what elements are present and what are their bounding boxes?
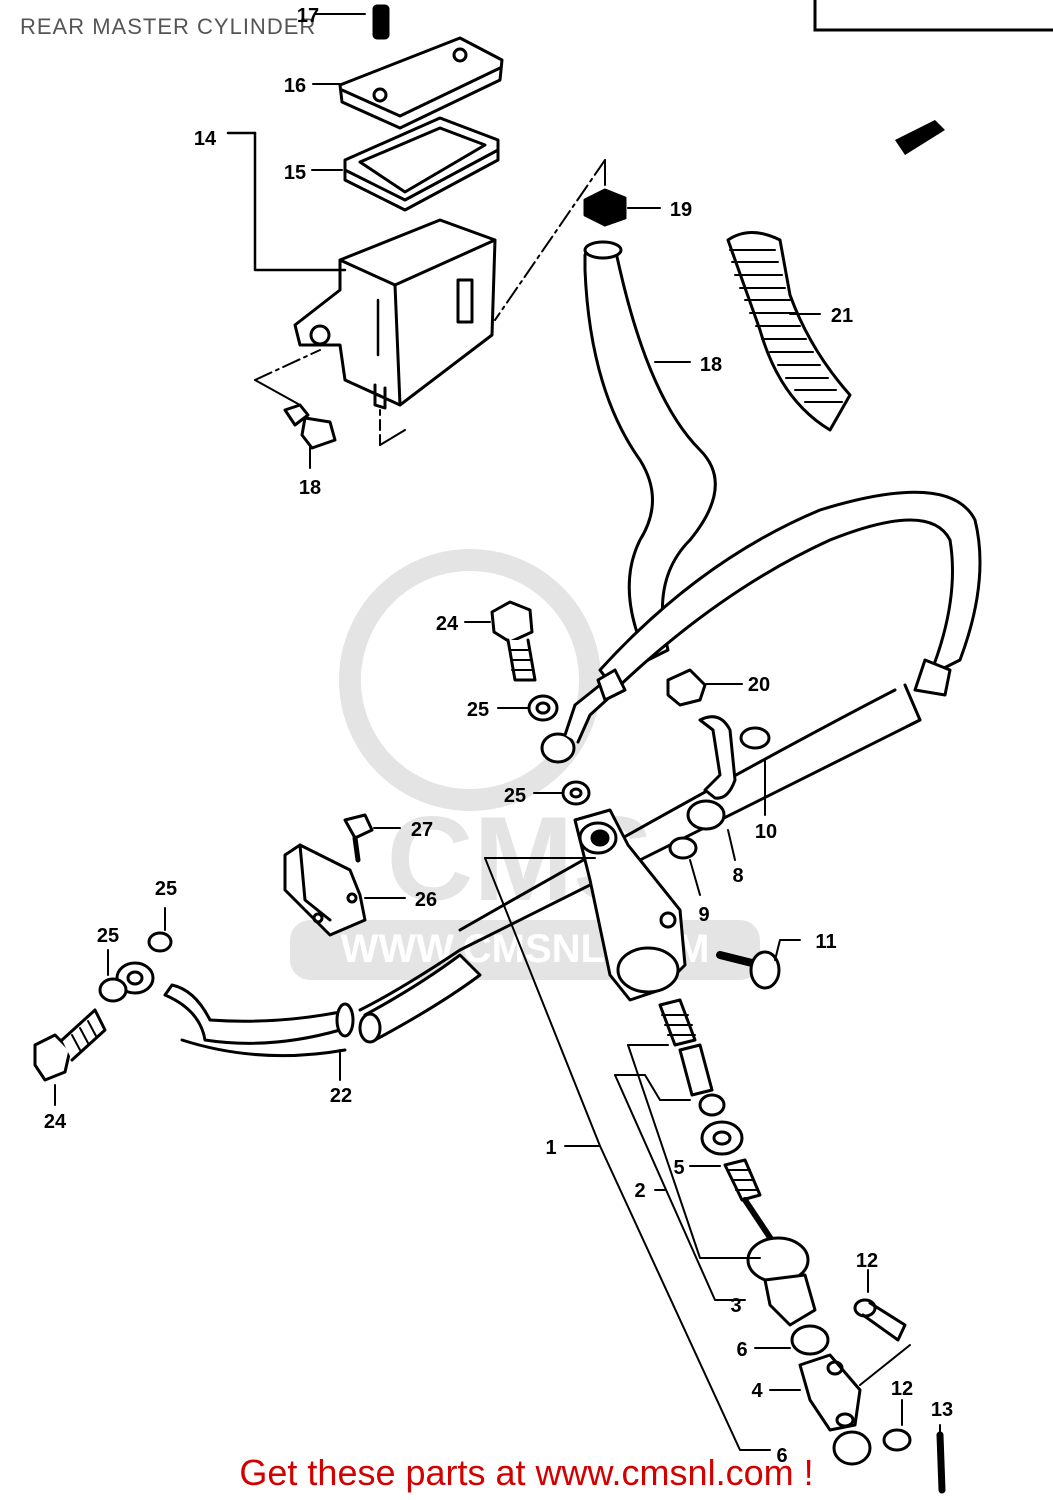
label-27: 27 (411, 819, 433, 841)
part-17-screw (372, 4, 390, 40)
label-13: 13 (931, 1399, 953, 1421)
part-2-piston-set (658, 998, 744, 1156)
banjo-fitting (540, 668, 627, 764)
label-26: 26 (415, 889, 437, 911)
part-25-washer (147, 931, 173, 953)
part-19-hose (583, 240, 717, 662)
label-24-upper: 24 (436, 613, 459, 635)
part-6-nut (790, 1324, 830, 1356)
part-22-corrugated-hose (726, 231, 852, 432)
label-23: 22 (330, 1085, 352, 1107)
label-21: 20 (748, 674, 770, 696)
part-26-bracket (283, 843, 367, 937)
direction-arrow (895, 120, 945, 155)
label-12: 12 (891, 1378, 913, 1400)
part-13-cotter-pin (936, 1431, 946, 1494)
label-24-lower: 24 (44, 1111, 67, 1133)
part-18-bolt (283, 403, 337, 450)
part-23-hose (115, 953, 482, 1058)
part-10-bolt (716, 950, 781, 990)
part-14-reservoir (293, 218, 497, 410)
part-24-banjo-bolt-upper (490, 600, 537, 682)
diagram-title: REAR MASTER CYLINDER (20, 14, 317, 39)
label-8: 9 (698, 904, 709, 926)
part-15-diaphragm (343, 116, 500, 212)
part-3-boot (746, 1236, 817, 1327)
label-11: 12 (856, 1250, 878, 1272)
part-7-elbow (686, 715, 737, 831)
label-6-b: 6 (776, 1445, 787, 1467)
part-8-oring (668, 836, 698, 860)
footer-link[interactable]: Get these parts at www.cmsnl.com ! (239, 1452, 814, 1493)
part-25-washer (561, 780, 591, 806)
part-24-banjo-bolt-lower (33, 1008, 107, 1082)
part-5-pushrod (723, 1158, 778, 1248)
part-4-clevis (798, 1353, 862, 1432)
part-9-circlip (739, 726, 771, 750)
label-18: 18 (299, 477, 321, 499)
label-22: 21 (831, 305, 853, 327)
label-14: 14 (194, 128, 217, 150)
label-25-c: 25 (155, 878, 177, 900)
label-5: 5 (673, 1157, 684, 1179)
label-10: 11 (815, 931, 836, 953)
label-19: 18 (700, 354, 722, 376)
label-3: 3 (730, 1295, 741, 1317)
part-11-pin (853, 1298, 907, 1342)
part-27-screw (343, 813, 374, 863)
part-21-clip (666, 668, 707, 707)
label-15: 15 (284, 162, 306, 184)
part-25-washer (527, 694, 559, 722)
part-labels: 17 16 14 15 19 21 18 18 24 20 25 25 10 2… (44, 5, 953, 1467)
label-16: 16 (284, 75, 306, 97)
label-4: 4 (751, 1380, 763, 1402)
part-1-master-cylinder (573, 808, 687, 1002)
label-9: 10 (755, 821, 777, 843)
part-20-clamp (583, 188, 627, 227)
label-20: 19 (670, 199, 692, 221)
label-6-a: 6 (736, 1339, 747, 1361)
part-16-reservoir-cap (338, 36, 504, 130)
part-25-washer (98, 977, 128, 1003)
label-17: 17 (297, 5, 319, 27)
label-25-d: 25 (97, 925, 119, 947)
label-25-a: 25 (467, 699, 489, 721)
label-7: 8 (732, 865, 743, 887)
part-12-washer (882, 1428, 912, 1452)
label-2: 2 (634, 1180, 645, 1202)
label-25-b: 25 (504, 785, 526, 807)
part-6-nut-lower (832, 1430, 872, 1466)
label-1: 1 (545, 1137, 556, 1159)
